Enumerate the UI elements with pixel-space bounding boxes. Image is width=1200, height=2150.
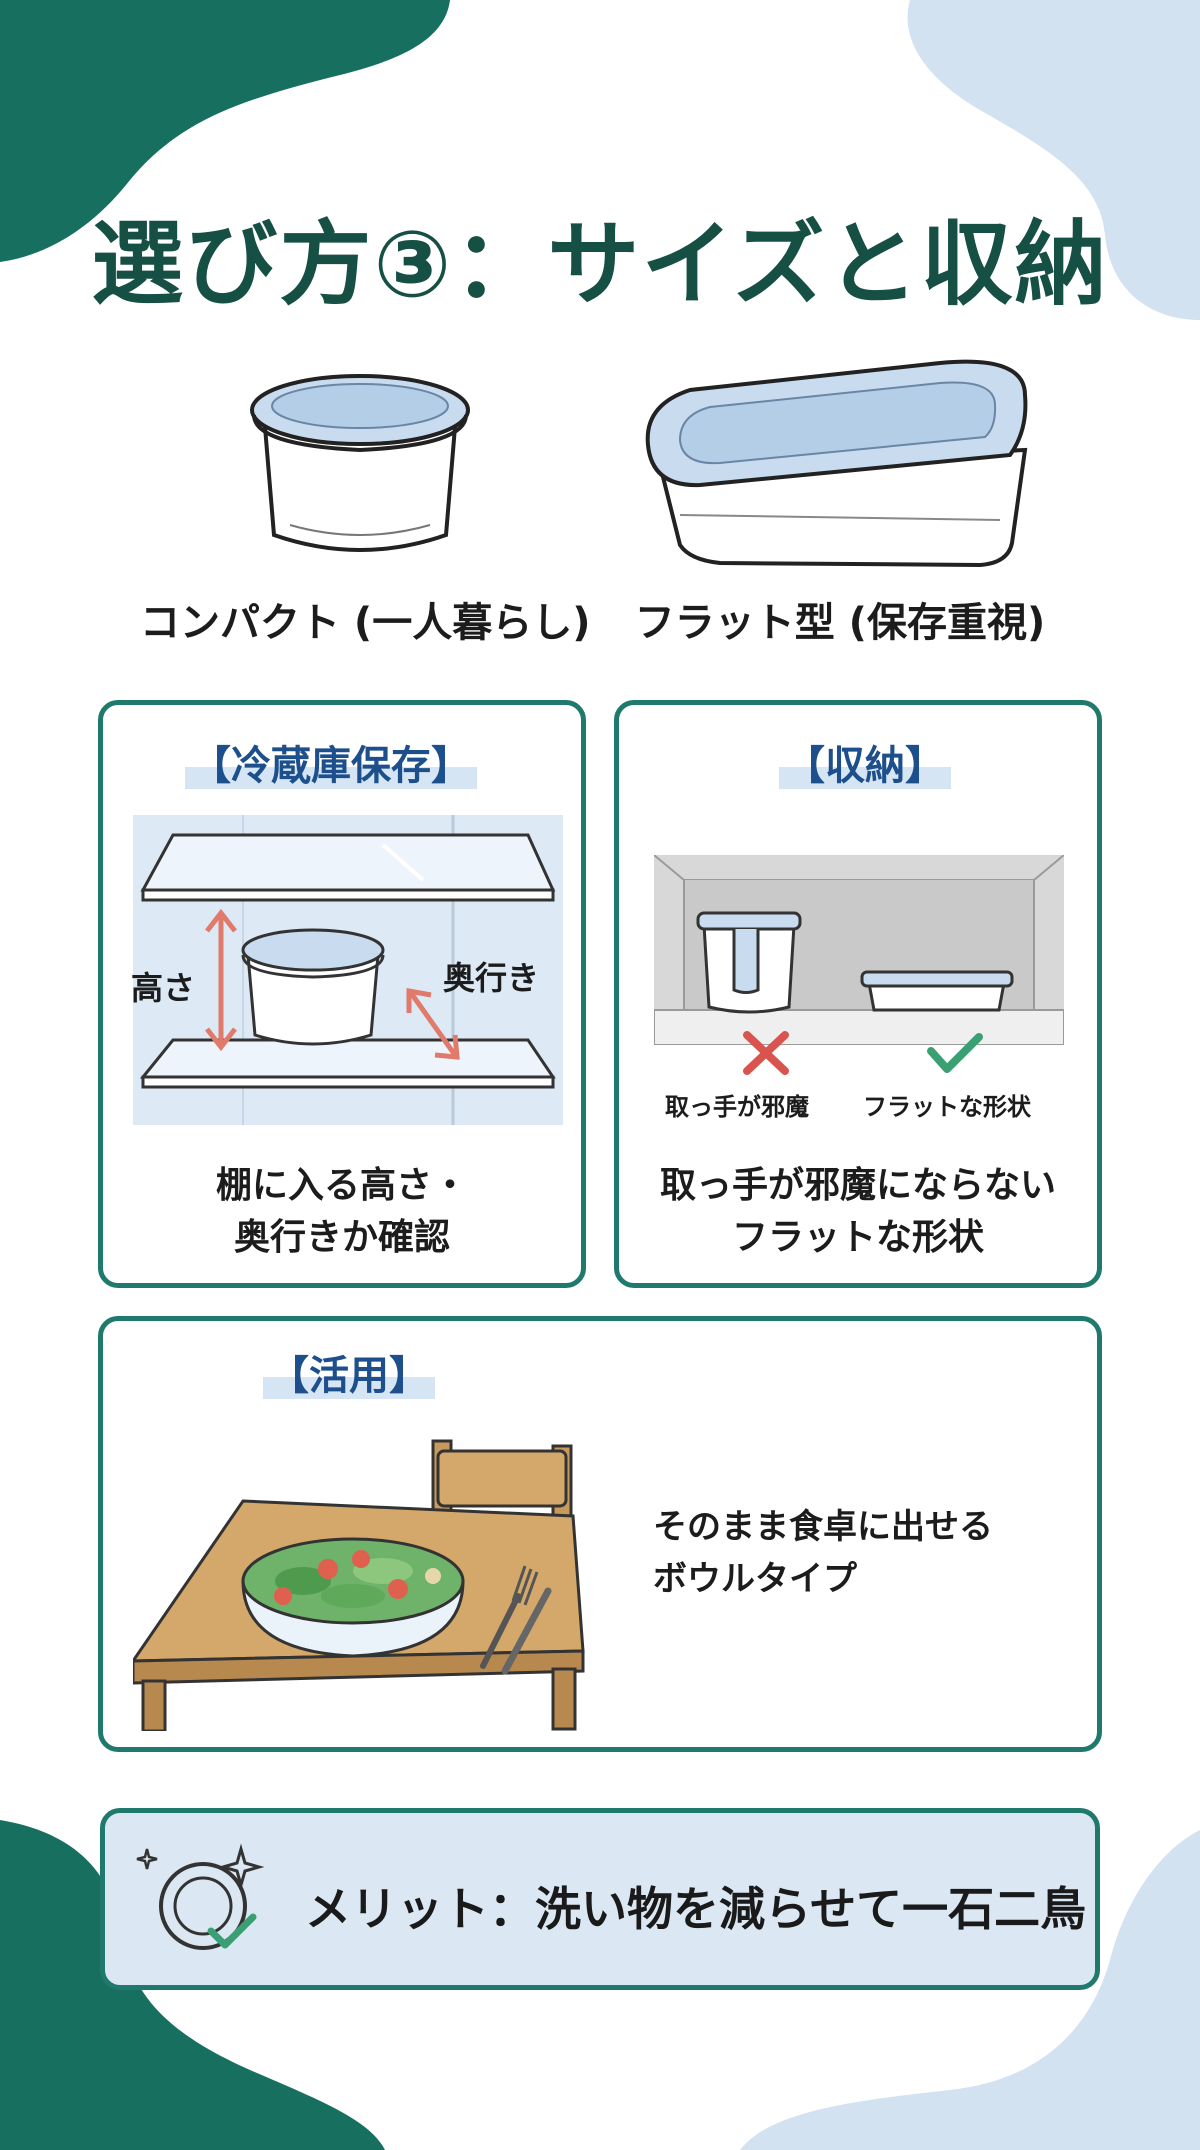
depth-label: 奥行き bbox=[443, 959, 540, 997]
storage-card: 【収納】 取っ手が邪魔 フラットな形状 取っ手が邪魔にならない フラットな形状 bbox=[614, 700, 1102, 1288]
salad-table-illustration bbox=[133, 1439, 585, 1731]
serving-card-heading: 【活用】 bbox=[263, 1343, 435, 1401]
storage-card-heading: 【収納】 bbox=[779, 733, 951, 791]
dish-icon bbox=[136, 1843, 265, 1950]
bottom-right-blob bbox=[740, 1830, 1200, 2150]
flat-container-icon bbox=[645, 359, 1028, 568]
top-right-blob bbox=[907, 0, 1200, 320]
serving-card: 【活用】 そのまま食卓に出せる ボウルタイプ bbox=[98, 1316, 1102, 1752]
fridge-card-heading: 【冷蔵庫保存】 bbox=[185, 733, 477, 791]
flat-container-label: フラット型 (保存重視) bbox=[634, 600, 1046, 646]
storage-card-caption: 取っ手が邪魔にならない フラットな形状 bbox=[659, 1165, 1056, 1258]
bad-example-label: 取っ手が邪魔 bbox=[665, 1093, 809, 1121]
cross-icon bbox=[743, 1031, 789, 1075]
merit-banner: メリット：洗い物を減らせて一石二鳥 bbox=[100, 1808, 1100, 1990]
bottom-left-blob bbox=[0, 1820, 385, 2150]
fridge-shelf-illustration bbox=[133, 815, 563, 1125]
good-example-label: フラットな形状 bbox=[863, 1093, 1031, 1121]
serving-card-caption: そのまま食卓に出せる ボウルタイプ bbox=[653, 1507, 993, 1599]
storage-shelf-illustration bbox=[654, 855, 1064, 1045]
merit-text: メリット：洗い物を減らせて一石二鳥 bbox=[305, 1882, 1087, 1936]
sparkle-icon bbox=[136, 1843, 265, 1891]
top-left-blob bbox=[0, 0, 450, 262]
fridge-storage-card: 【冷蔵庫保存】 高さ 奥行き 棚に入る高さ・ 奥行きか確認 bbox=[98, 700, 586, 1288]
height-label: 高さ bbox=[131, 969, 196, 1007]
page-title: 選び方③：サイズと収納 bbox=[91, 211, 1109, 318]
compact-container-icon bbox=[250, 374, 470, 552]
fridge-card-caption: 棚に入る高さ・ 奥行きか確認 bbox=[215, 1165, 468, 1258]
check-icon bbox=[927, 1033, 983, 1073]
compact-container-label: コンパクト (一人暮らし) bbox=[140, 600, 591, 646]
